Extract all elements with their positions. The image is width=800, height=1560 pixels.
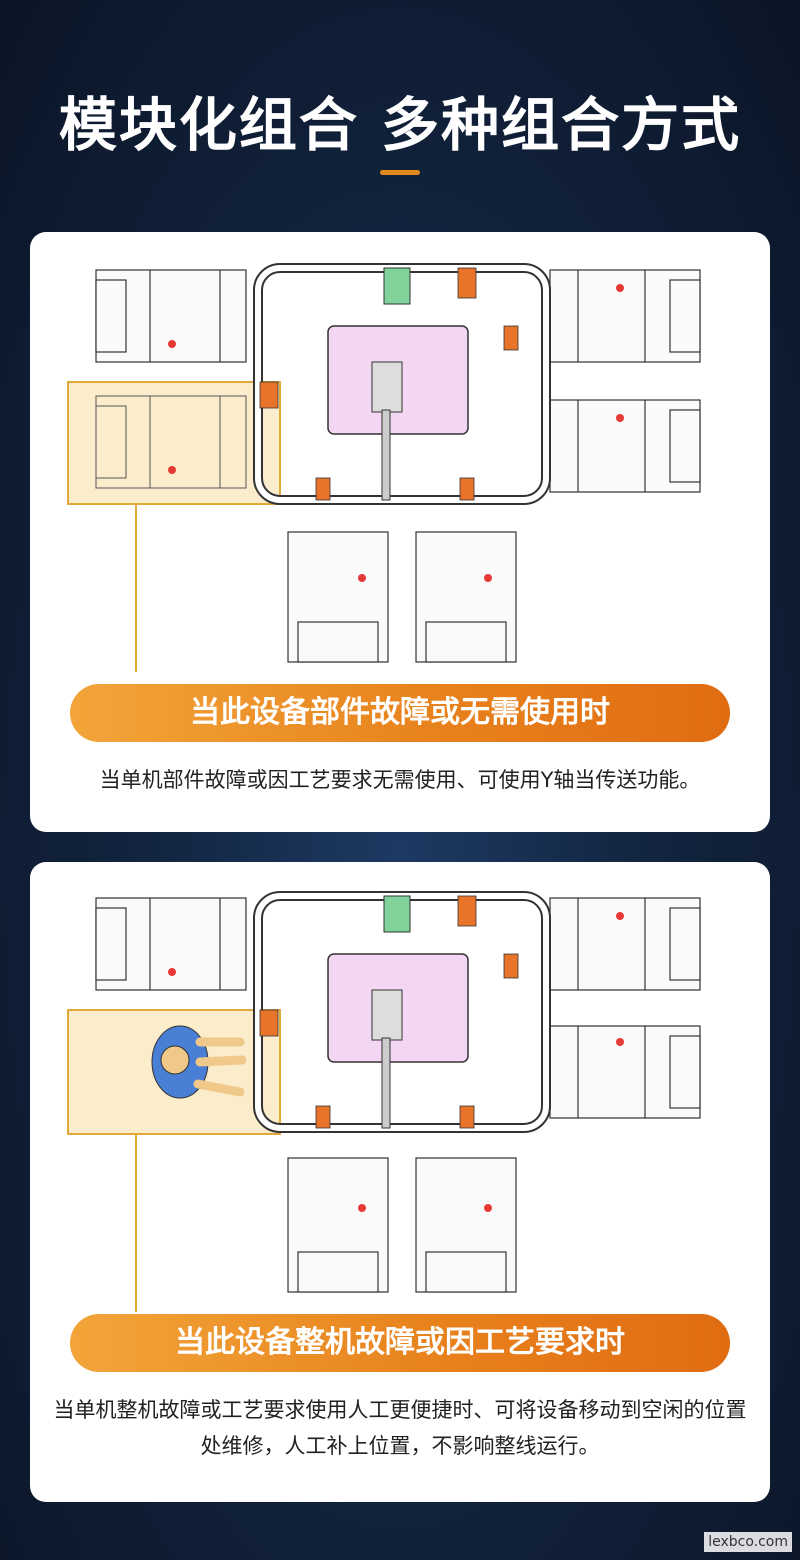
scenario-label-2: 当此设备整机故障或因工艺要求时 <box>70 1314 730 1372</box>
scenario-description-1: 当单机部件故障或因工艺要求无需使用、可使用Y轴当传送功能。 <box>99 768 701 792</box>
scenario-description-2: 当单机整机故障或工艺要求使用人工更便捷时、可将设备移动到空闲的位置处维修，人工补… <box>53 1398 747 1458</box>
machine-layout-diagram-1 <box>67 263 701 672</box>
machine-layout-diagram-2 <box>67 891 701 1312</box>
robot <box>371 989 403 1041</box>
green-marker <box>383 267 411 305</box>
scenario-card-1: 当此设备部件故障或无需使用时 当单机部件故障或因工艺要求无需使用、可使用Y轴当传… <box>30 232 770 832</box>
scenario-card-2: 当此设备整机故障或因工艺要求时 当单机整机故障或工艺要求使用人工更便捷时、可将设… <box>30 862 770 1502</box>
highlight-box <box>67 381 281 505</box>
scenario-label-1: 当此设备部件故障或无需使用时 <box>70 684 730 742</box>
green-marker <box>383 895 411 933</box>
robot <box>371 361 403 413</box>
watermark-text: lexbco.com <box>704 1532 792 1552</box>
worker-figure <box>151 1025 247 1099</box>
title-underline <box>380 170 420 175</box>
page-title: 模块化组合 多种组合方式 <box>58 91 742 159</box>
